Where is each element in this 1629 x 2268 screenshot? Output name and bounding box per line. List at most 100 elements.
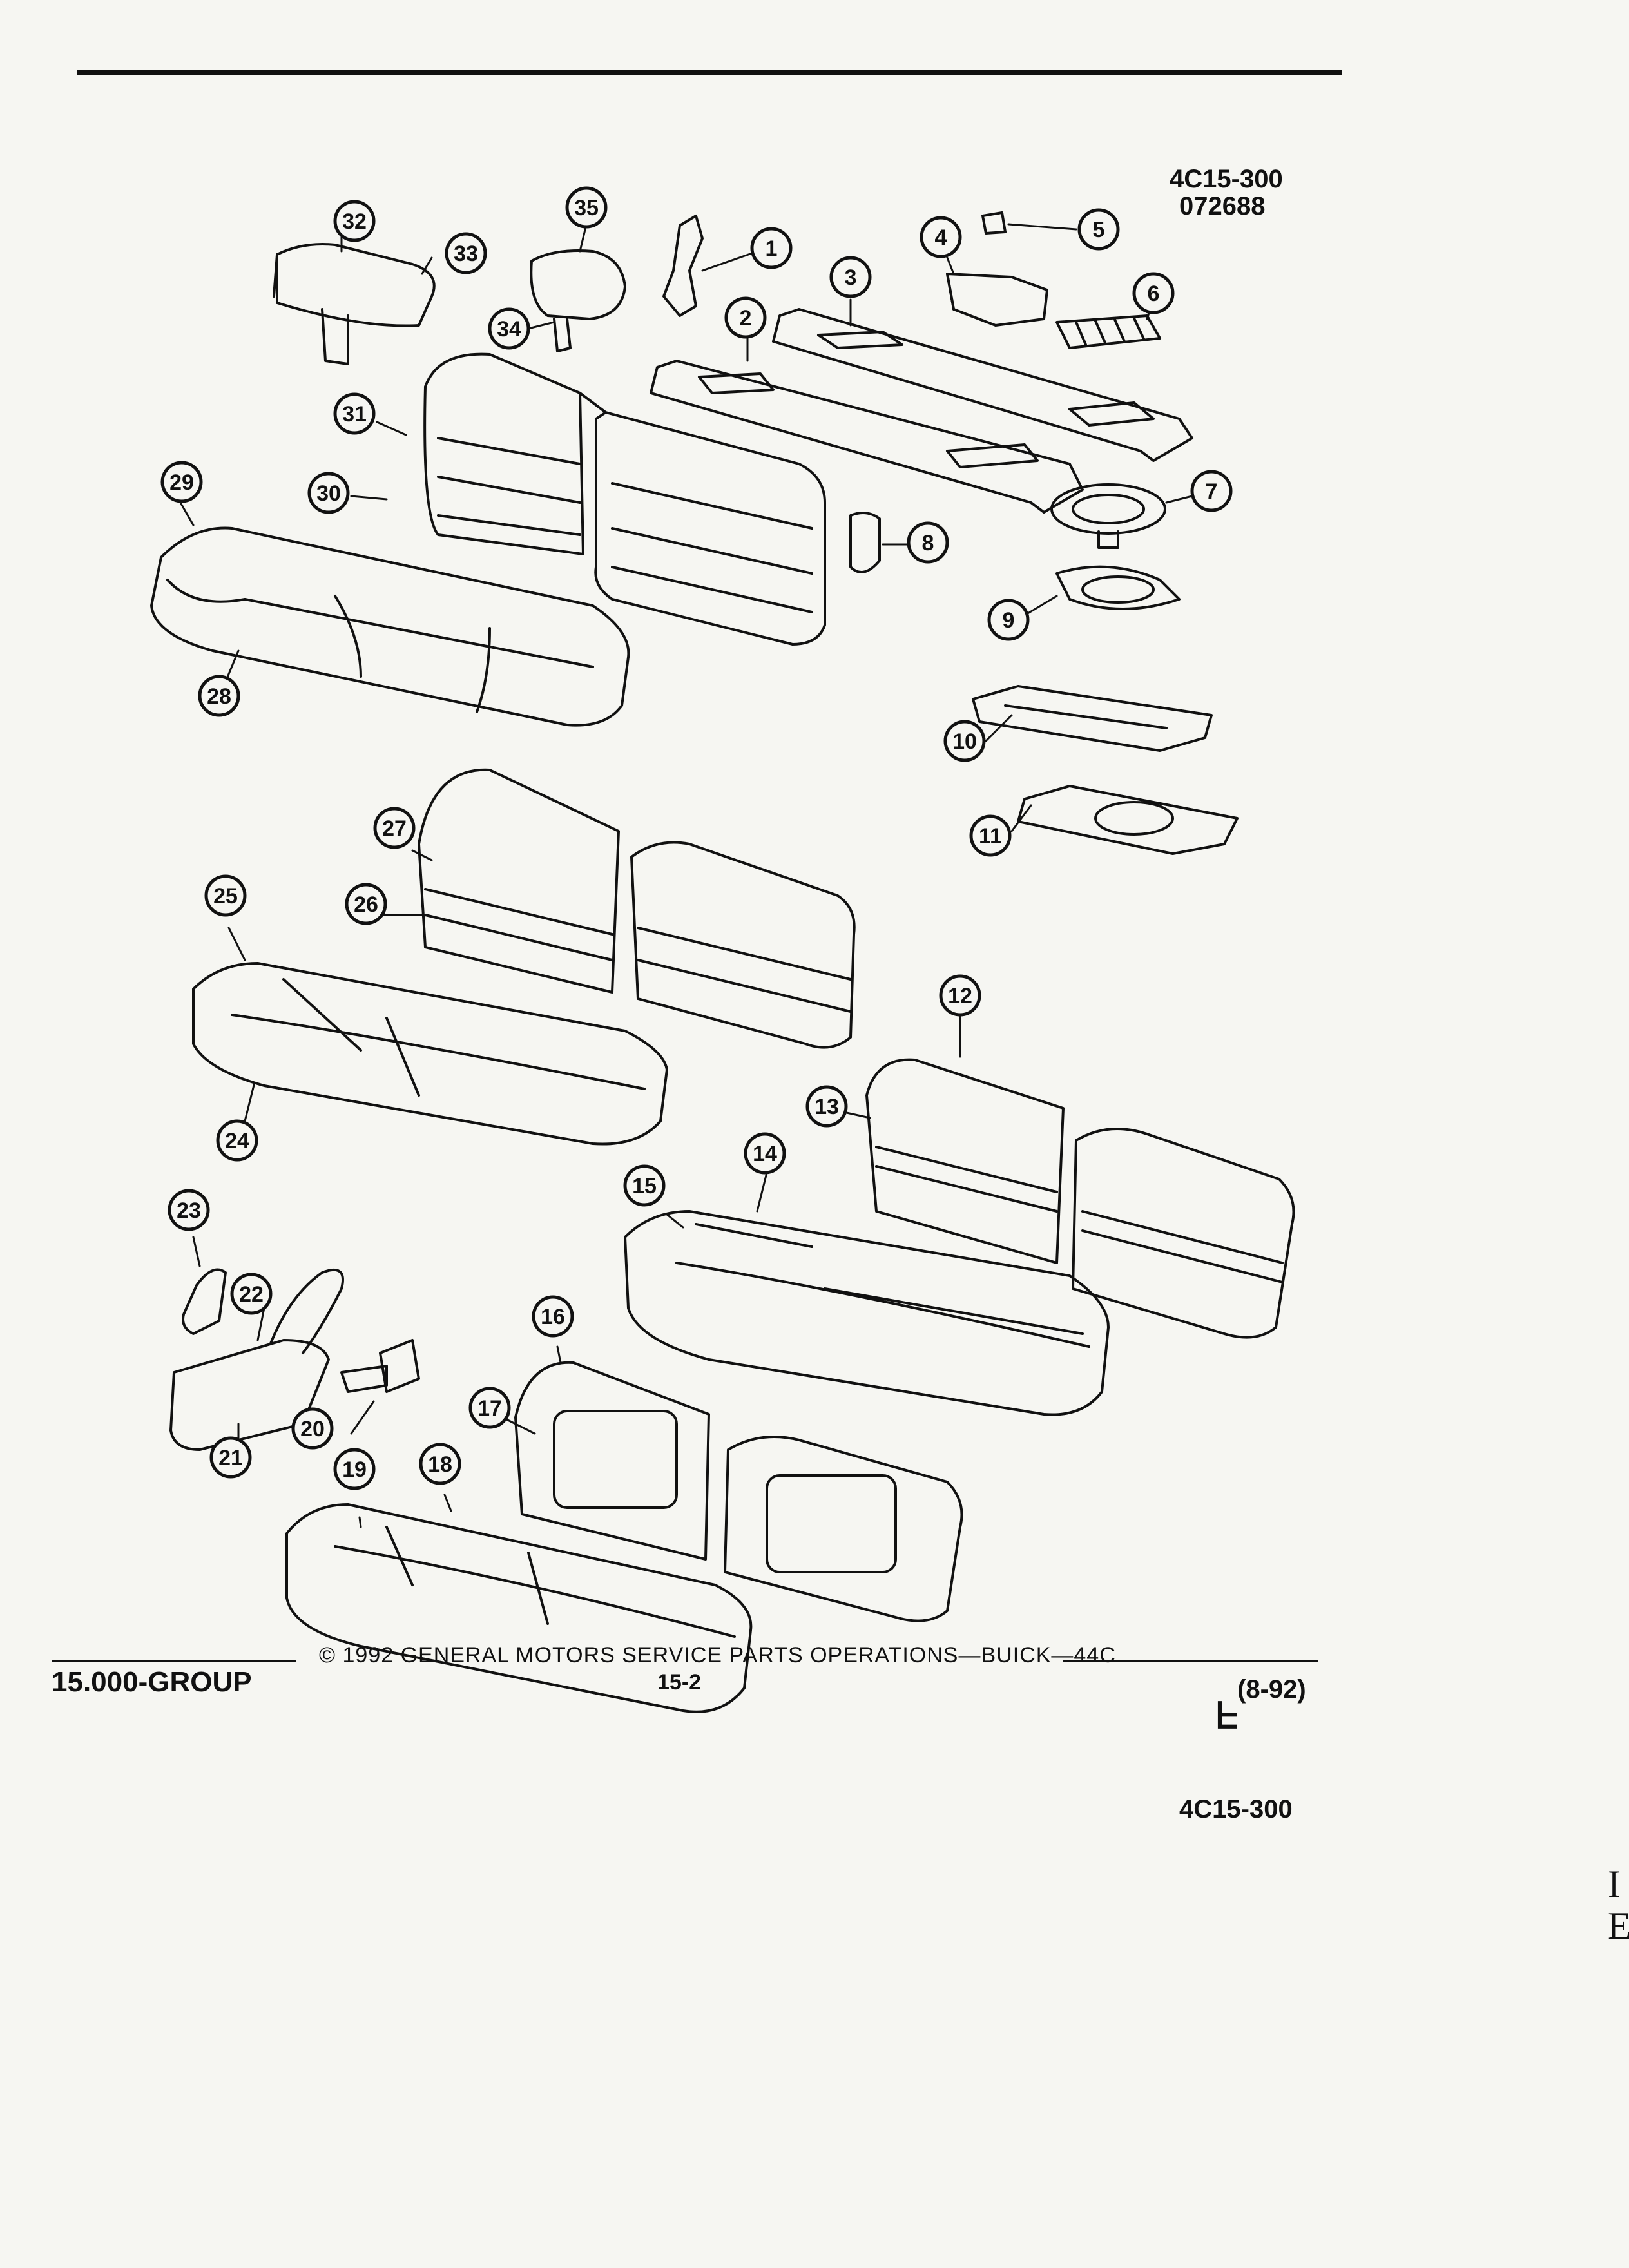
- callout-11: 11: [969, 814, 1012, 857]
- callout-number: 24: [225, 1129, 249, 1153]
- callout-22: 22: [230, 1273, 273, 1315]
- retainer-part: [849, 512, 881, 573]
- callout-circle: [419, 1443, 461, 1485]
- callout-circle: [333, 392, 376, 435]
- callout-number: 23: [177, 1198, 201, 1223]
- callout-circle: [160, 461, 203, 503]
- callout-27: 27: [373, 807, 416, 849]
- callout-circle: [333, 1448, 376, 1490]
- callout-circle: [445, 232, 487, 274]
- callout-number: 32: [342, 209, 367, 234]
- callout-26: 26: [345, 883, 387, 925]
- speaker-grille: [1055, 314, 1161, 349]
- callout-circle: [750, 227, 793, 269]
- callout-15: 15: [623, 1164, 666, 1207]
- callout-number: 5: [1093, 218, 1105, 242]
- clip-part: [981, 211, 1007, 235]
- callout-circle: [468, 1387, 511, 1429]
- callout-circle: [345, 883, 387, 925]
- callout-5: 5: [1077, 208, 1120, 251]
- callout-circle: [307, 472, 350, 514]
- seat-back-right: [865, 1058, 1295, 1339]
- footer-group: 15.000-GROUP: [52, 1666, 252, 1698]
- callout-circle: [829, 256, 872, 298]
- callout-circle: [291, 1407, 334, 1450]
- callout-circle: [373, 807, 416, 849]
- callout-circle: [805, 1085, 848, 1128]
- callout-number: 7: [1206, 479, 1218, 504]
- callout-number: 9: [1003, 608, 1015, 633]
- callout-circle: [920, 216, 962, 258]
- callout-circle: [724, 296, 767, 339]
- footer-page-number: 15-2: [657, 1670, 702, 1695]
- seat-cushion-lower: [285, 1503, 753, 1713]
- header-rule: [77, 70, 1342, 75]
- leader-lines: [179, 223, 1206, 1528]
- callout-number: 29: [169, 470, 194, 495]
- callout-34: 34: [488, 307, 530, 350]
- callout-circle: [1132, 272, 1175, 314]
- callout-25: 25: [204, 874, 247, 917]
- callout-1: 1: [750, 227, 793, 269]
- speaker-housing-lower: [1017, 785, 1239, 855]
- callout-number: 33: [454, 242, 478, 266]
- callout-13: 13: [805, 1085, 848, 1128]
- callout-number: 27: [382, 816, 407, 841]
- figure-code: 4C15-300: [1170, 165, 1283, 193]
- callout-circle: [216, 1119, 258, 1162]
- seat-back-lower: [514, 1361, 963, 1622]
- callout-number: 21: [218, 1446, 243, 1470]
- callout-24: 24: [216, 1119, 258, 1162]
- callout-10: 10: [943, 720, 986, 762]
- callout-12: 12: [939, 974, 981, 1017]
- callout-number: 20: [300, 1417, 325, 1441]
- callout-30: 30: [307, 472, 350, 514]
- package-shelf-trim-lower: [650, 360, 1084, 514]
- callout-circle: [532, 1295, 574, 1338]
- callout-31: 31: [333, 392, 376, 435]
- callout-number: 34: [497, 317, 521, 341]
- seat-back-upper: [423, 352, 826, 646]
- figure-code-bottom: 4C15-300: [1179, 1795, 1293, 1823]
- callout-32: 32: [333, 200, 376, 242]
- callout-6: 6: [1132, 272, 1175, 314]
- callout-23: 23: [168, 1189, 210, 1231]
- callout-circle: [939, 974, 981, 1017]
- callout-circle: [1190, 470, 1233, 512]
- callout-circle: [565, 186, 608, 229]
- callout-18: 18: [419, 1443, 461, 1485]
- callout-number: 35: [574, 196, 599, 220]
- callout-number: 3: [845, 265, 857, 290]
- edge-text-1: I: [1608, 1863, 1621, 1905]
- callout-circle: [230, 1273, 273, 1315]
- callout-circle: [1077, 208, 1120, 251]
- callout-number: 15: [632, 1174, 657, 1198]
- callout-circle: [488, 307, 530, 350]
- callout-4: 4: [920, 216, 962, 258]
- callout-35: 35: [565, 186, 608, 229]
- callout-number: 16: [541, 1305, 565, 1329]
- callout-number: 17: [477, 1396, 502, 1421]
- callout-circle: [204, 874, 247, 917]
- speaker-housing-upper: [972, 685, 1213, 752]
- callout-number: 28: [207, 684, 231, 709]
- bracket-part: [662, 215, 704, 317]
- callout-number: 13: [815, 1095, 839, 1119]
- callout-33: 33: [445, 232, 487, 274]
- callout-number: 25: [213, 884, 238, 908]
- callout-circle: [969, 814, 1012, 857]
- callout-20: 20: [291, 1407, 334, 1450]
- callout-circle: [333, 200, 376, 242]
- callout-16: 16: [532, 1295, 574, 1338]
- armrest-hinge: [340, 1339, 420, 1393]
- seat-cushion-upper: [150, 526, 630, 727]
- callout-number: 10: [952, 729, 977, 754]
- callout-21: 21: [209, 1436, 252, 1479]
- callout-number: 26: [354, 892, 378, 917]
- callout-number: 31: [342, 402, 367, 427]
- callout-7: 7: [1190, 470, 1233, 512]
- footer-date: (8-92): [1237, 1675, 1306, 1704]
- speaker-adapter: [1055, 565, 1181, 610]
- callout-circle: [198, 675, 240, 717]
